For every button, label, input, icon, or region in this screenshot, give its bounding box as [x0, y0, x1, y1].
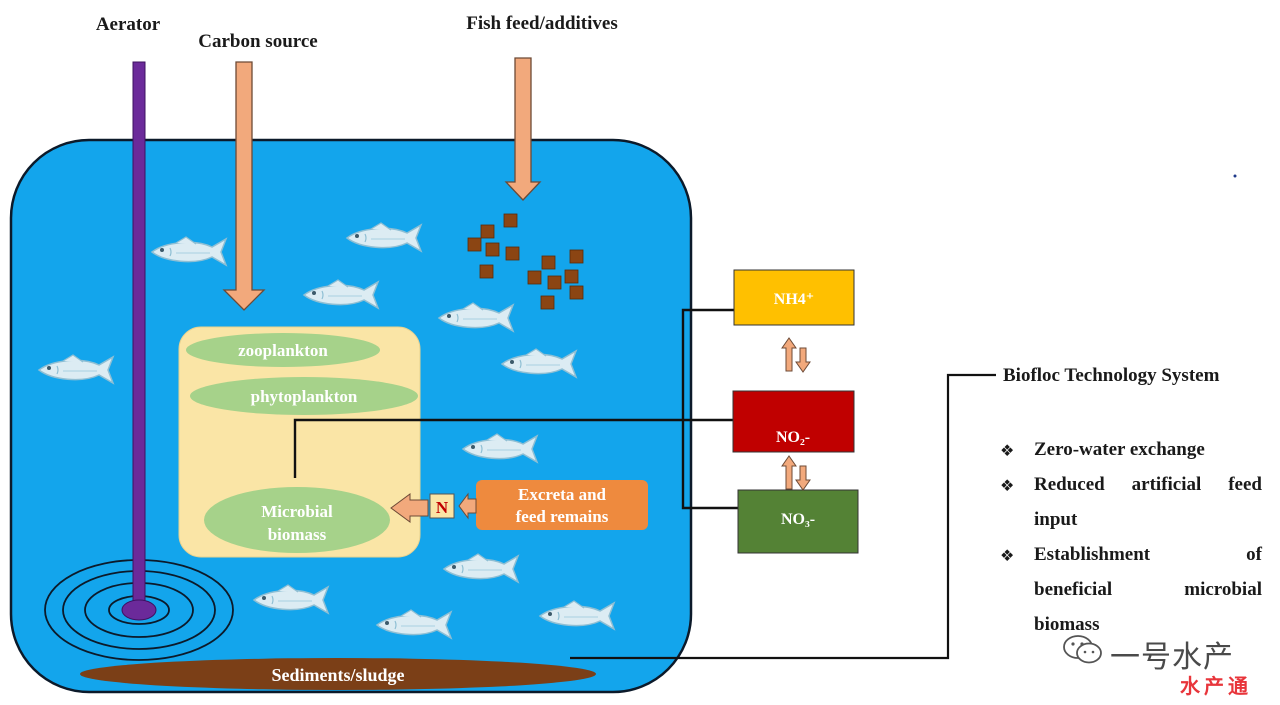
no2-label: NO₂-	[776, 429, 810, 446]
excreta-to-n-arrow	[458, 492, 477, 520]
n-label: N	[436, 498, 449, 517]
zooplankton-label: zooplankton	[238, 341, 328, 360]
aerator	[44, 61, 234, 661]
nh4-no2-exchange-arrows	[781, 337, 811, 373]
no2-connector	[293, 418, 735, 478]
excreta-box	[476, 480, 648, 530]
fish-feed-arrow	[504, 57, 542, 201]
fish-feed-label: Fish feed/additives	[466, 13, 617, 34]
wechat-icon	[1063, 635, 1102, 664]
nh4-label: NH4⁺	[774, 291, 814, 308]
carbon-source-label: Carbon source	[198, 31, 317, 52]
microbial-biomass-label-1: Microbial	[261, 502, 333, 521]
no2-box	[732, 390, 855, 453]
bullet-2-line-1: Reduced artificial feed	[1034, 474, 1262, 495]
carbon-source-arrow	[222, 61, 266, 311]
watermark-brand: 一号水产	[1110, 640, 1234, 675]
no3-box	[737, 489, 859, 554]
bullet-2-line-2: input	[1034, 509, 1078, 530]
zooplankton-ellipse	[186, 333, 380, 367]
bullet-icon: ❖	[1000, 476, 1015, 495]
aerator-label: Aerator	[96, 14, 161, 35]
microbial-biomass-label-2: biomass	[268, 525, 327, 544]
no2-no3-exchange-arrows	[781, 455, 811, 491]
sediments-label: Sediments/sludge	[271, 665, 404, 685]
no3-label: NO₃-	[781, 511, 815, 528]
bullet-3-line-3: biomass	[1034, 614, 1100, 635]
sediment-layer	[80, 658, 596, 690]
excreta-label-1: Excreta and	[518, 485, 607, 504]
excreta-label-2: feed remains	[516, 507, 609, 526]
bullet-icon: ❖	[1000, 441, 1015, 460]
phytoplankton-label: phytoplankton	[251, 387, 358, 406]
bullet-3-line-1: Establishment of	[1034, 544, 1262, 565]
watermark-sub: 水产通	[1180, 674, 1252, 698]
microbial-biomass-ellipse	[204, 487, 390, 553]
system-title: Biofloc Technology System	[1003, 365, 1220, 386]
phytoplankton-ellipse	[190, 377, 418, 415]
bullet-3-line-2: beneficial microbial	[1034, 579, 1262, 600]
system-connector	[570, 373, 996, 660]
bullet-icon: ❖	[1000, 546, 1015, 565]
nh4-box	[733, 269, 855, 326]
nitrogen-bracket	[681, 308, 738, 510]
n-to-biomass-arrow	[390, 493, 429, 523]
feed-particles	[467, 213, 584, 310]
n-box	[429, 493, 455, 519]
bullet-1-line-1: Zero-water exchange	[1034, 439, 1205, 460]
